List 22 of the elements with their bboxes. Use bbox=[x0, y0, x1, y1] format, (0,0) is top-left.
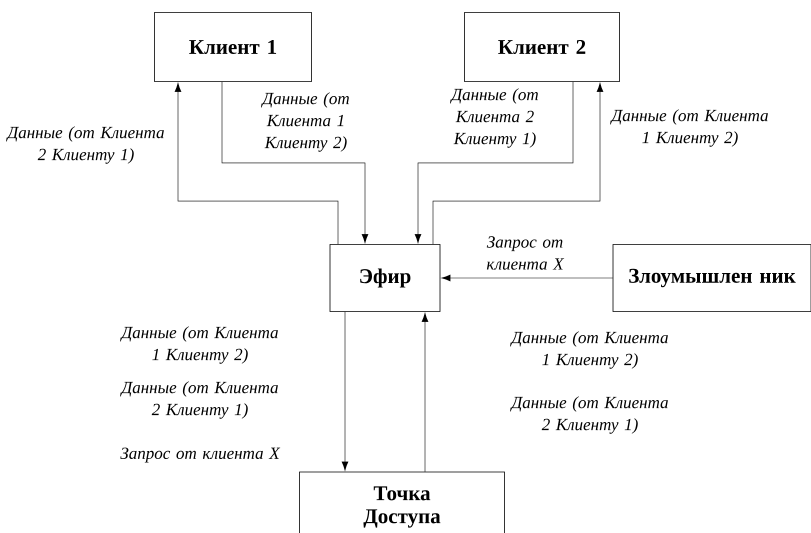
process-box: Эфир bbox=[330, 244, 440, 312]
arrow bbox=[342, 312, 348, 471]
edge-label: Данные (от Клиента 1 Клиенту 2) bbox=[610, 109, 768, 147]
note-text: Данные (от Клиента 2 Клиенту 1) bbox=[120, 381, 278, 419]
arrow bbox=[432, 82, 604, 244]
arrow bbox=[414, 82, 574, 244]
process-box: Клиент 1 bbox=[154, 12, 312, 82]
arrow bbox=[441, 274, 613, 282]
process-box: Точка Доступа bbox=[299, 472, 505, 533]
arrow bbox=[222, 82, 368, 244]
edge-label: Данные (от Клиента 1 Клиенту 2) bbox=[261, 92, 349, 152]
edge-label: Данные (от Клиента 2 Клиенту 1) bbox=[450, 88, 538, 148]
process-box: Клиент 2 bbox=[464, 12, 620, 82]
note-text: Данные (от Клиента 2 Клиенту 1) bbox=[510, 396, 668, 434]
process-box: Злоумышлен ник bbox=[612, 244, 811, 312]
edge-label: Данные (от Клиента 2 Клиенту 1) bbox=[6, 126, 164, 164]
edge-label: Запрос от клиента X bbox=[486, 236, 564, 270]
edge-label: Данные (от Клиента 1 Клиенту 2) bbox=[510, 331, 668, 369]
edge-label: Данные (от Клиента 1 Клиенту 2) bbox=[120, 326, 278, 364]
note-text: Запрос от клиента X bbox=[120, 448, 280, 462]
arrow bbox=[422, 312, 428, 472]
arrow bbox=[174, 82, 338, 244]
